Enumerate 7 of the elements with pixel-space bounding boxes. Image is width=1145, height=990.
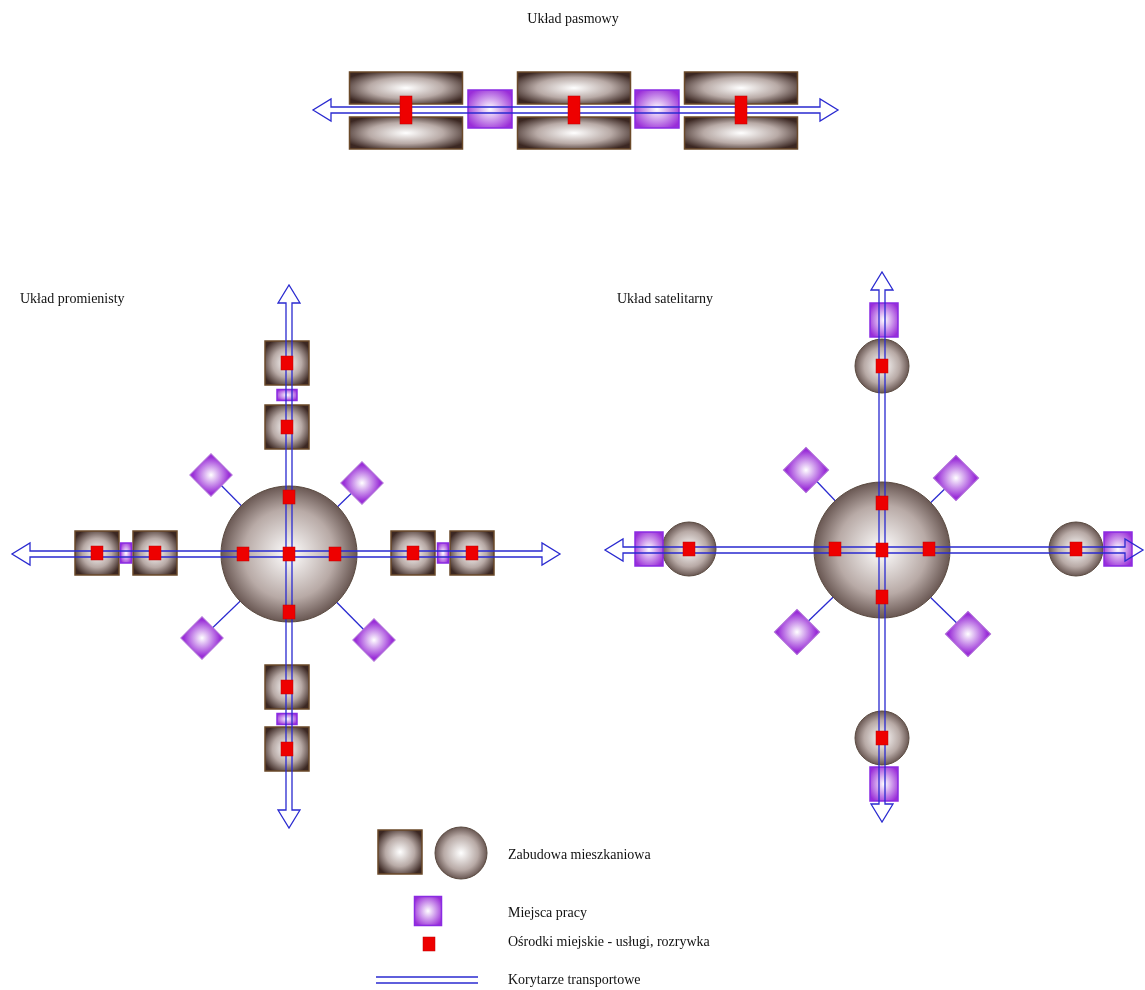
legend-label: Zabudowa mieszkaniowa [508,847,651,863]
legend-label: Korytarze transportowe [508,972,641,988]
panel-title: Układ pasmowy [527,11,619,27]
panel-title: Układ satelitarny [617,291,714,307]
panel-title: Układ promienisty [20,291,125,307]
legend-label: Miejsca pracy [508,905,587,921]
legend-label: Ośrodki miejskie - usługi, rozrywka [508,934,710,950]
